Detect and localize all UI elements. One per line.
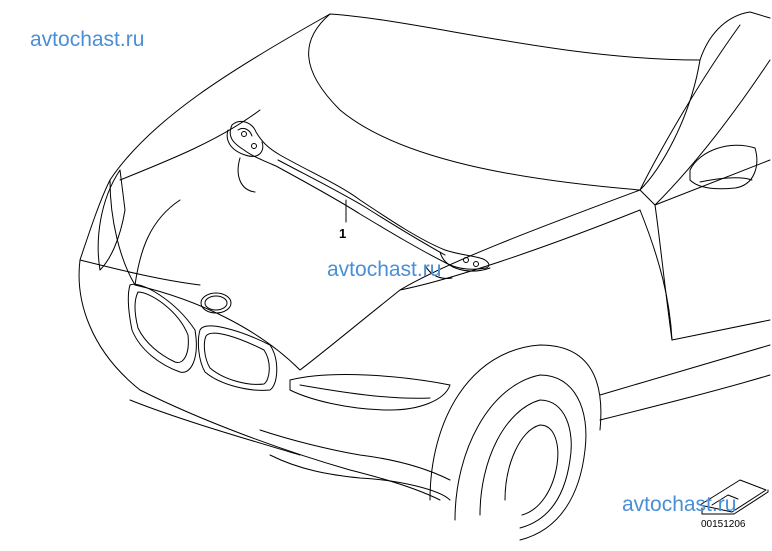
badge	[200, 292, 232, 314]
watermark: avtochast.ru	[327, 258, 442, 281]
wheel-arch	[429, 344, 602, 501]
grille-left	[127, 283, 197, 373]
headlight	[289, 374, 451, 411]
watermark: avtochast.ru	[622, 493, 737, 516]
diagram-number: 00151206	[701, 519, 746, 530]
watermark: avtochast.ru	[30, 28, 145, 51]
callout-label: 1	[339, 226, 347, 241]
front-wheel	[454, 374, 587, 541]
strut-brace	[229, 121, 490, 270]
side-mirror	[689, 144, 758, 190]
diagram-icon	[699, 479, 767, 513]
hood-outline	[109, 13, 701, 371]
front-bumper	[78, 259, 441, 501]
grille-right	[197, 325, 278, 391]
